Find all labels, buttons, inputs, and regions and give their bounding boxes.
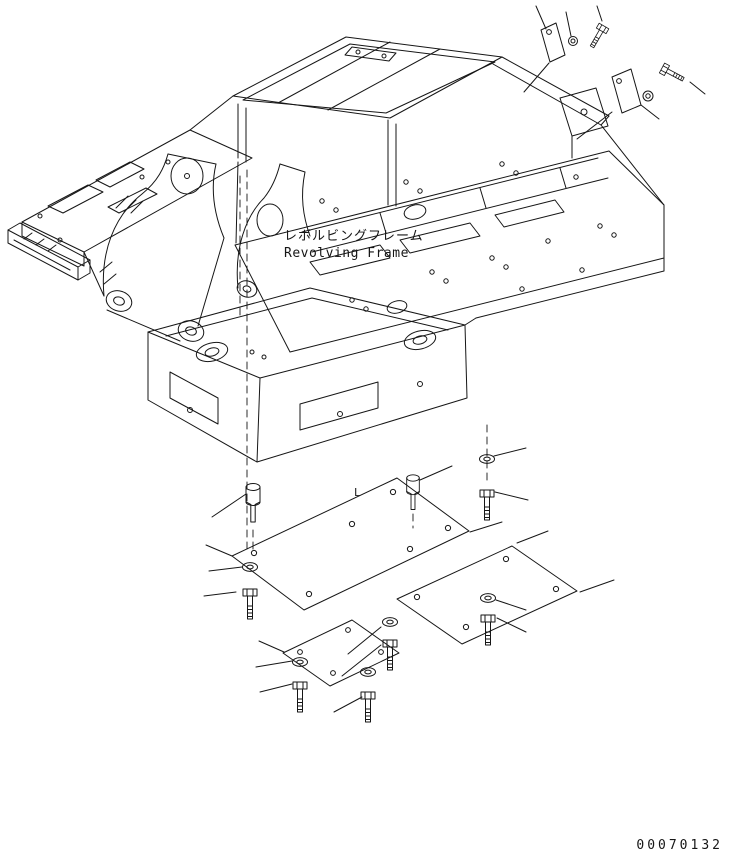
shim-plate [540,22,566,63]
skid-step [7,222,91,281]
plate-mark: L [354,486,361,499]
leader-lines [203,5,706,713]
hex-bolt [360,691,376,723]
washer [480,593,496,603]
boom-brackets [99,153,311,342]
front-box [147,287,477,463]
hex-bolt [586,22,610,50]
cover-plate-right [396,545,578,645]
part-label-en: Revolving Frame [284,246,409,261]
detached-hardware-top [540,22,687,114]
right-deck [234,150,665,353]
rear-box [232,36,503,119]
hex-bolt [658,62,687,85]
part-label-jp: レボルビングフレーム [284,229,424,244]
shim-plate [611,68,642,114]
drawing-number: 00070132 [636,838,723,853]
support-posts [235,103,397,244]
hex-bolt [292,681,308,713]
shoulder-bolt [245,483,261,523]
cover-plate-small [282,619,400,687]
cover-plate-large [231,477,470,611]
rear-beam [492,56,665,206]
center-lines [239,169,488,553]
washer [642,90,654,102]
washer [382,617,398,627]
washer [360,667,376,677]
fasteners [242,454,496,723]
hex-bolt [242,588,258,620]
left-deck [21,95,253,297]
shoulder-bolt [406,474,420,510]
washer [568,36,578,46]
hex-bolt [479,489,495,521]
